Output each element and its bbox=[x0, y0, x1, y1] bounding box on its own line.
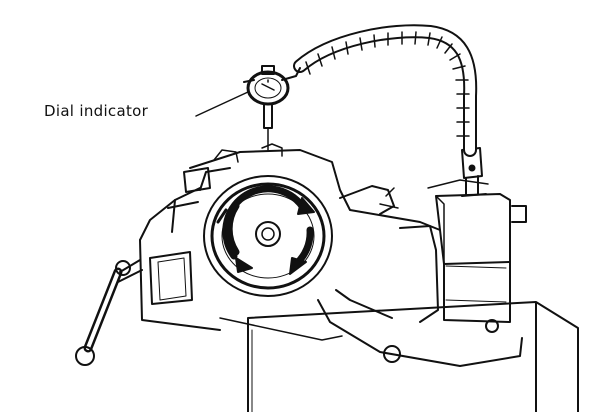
flange-with-rotation-arrows bbox=[203, 175, 333, 297]
dial-indicator bbox=[243, 65, 301, 151]
callout-leader-line bbox=[195, 91, 249, 117]
magnetic-base bbox=[427, 179, 527, 323]
vise-handle bbox=[75, 259, 143, 366]
flexible-arm bbox=[293, 24, 478, 157]
vise-body bbox=[139, 187, 221, 331]
work-stand bbox=[247, 301, 579, 412]
transmission-housing bbox=[183, 143, 523, 367]
dial-indicator-callout-label: Dial indicator bbox=[44, 102, 149, 120]
